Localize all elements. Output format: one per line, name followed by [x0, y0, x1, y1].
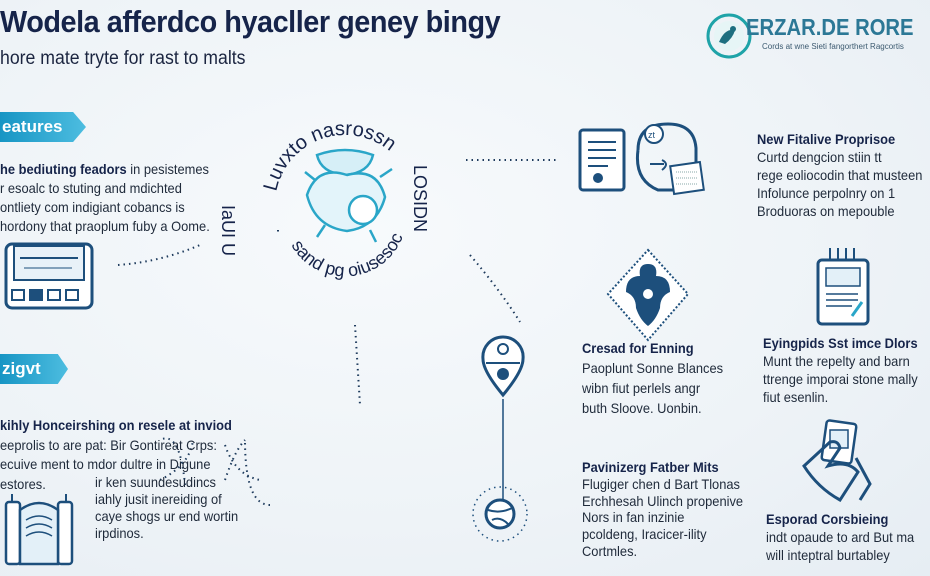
text-line: estores.: [0, 475, 46, 492]
text-line: Curtd dengcion stiin tt: [757, 149, 882, 165]
router-icon: [4, 494, 74, 566]
emblem-illustration: [304, 148, 393, 243]
logo-tagline: Cords at wne Sieti fangorthert Ragcortis: [762, 42, 904, 51]
features-tag: eatures: [0, 112, 86, 142]
logo-name: ERZAR.DE RORE: [746, 14, 914, 40]
pavinizerg-block: Pavinizerg Fatber Mits Flugiger chen d B…: [582, 459, 743, 560]
eyingpids-block: Eyingpids Sst imce Dlors Munt the repelt…: [763, 334, 918, 406]
esporad-block: Esporad Corsbieing indt opaude to ard Bu…: [766, 510, 914, 564]
section-heading: kihly Honceirshing on resele at inviod: [0, 417, 232, 433]
svg-text:zt: zt: [648, 130, 656, 140]
page-subtitle: hore mate tryte for rast to malts: [0, 48, 246, 69]
text-line: Cortmles.: [582, 542, 638, 559]
text-line: will inteptral burtabley: [766, 547, 890, 563]
text-line: wibn fiut perlels angr: [582, 380, 701, 396]
zigvt-tag: zigvt: [0, 354, 68, 384]
globe-icon: [472, 486, 528, 542]
document-icon: [578, 128, 626, 192]
curve-connectors: [159, 439, 261, 481]
text-line: iahly jusit inereiding of: [95, 491, 222, 507]
text-line: caye shogs ur end wortin: [95, 508, 239, 524]
section-heading: Pavinizerg Fatber Mits: [582, 459, 719, 475]
text-line: fiut esenlin.: [763, 389, 829, 405]
device-icon: [4, 242, 94, 310]
zigvt-block: kihly Honceirshing on resele at inviod e…: [0, 416, 232, 494]
text-line: Flugiger chen d Bart Tlonas: [582, 475, 740, 492]
zigvt-sub-block: ir ken suundesudincs iahly jusit inereid…: [95, 474, 238, 542]
text-line: hordony that praoplum fuby a Oome.: [0, 218, 210, 234]
logo-icon: [706, 13, 752, 59]
section-heading: Esporad Corsbieing: [766, 511, 889, 527]
hand-tablet-icon: [802, 419, 872, 502]
diamond-badge-icon: [606, 248, 690, 342]
text-line: buth Sloove. Uonbin.: [582, 400, 702, 416]
text-line: ttrenge imporai stone mally: [763, 371, 918, 387]
head-thinking-icon: zt: [635, 122, 705, 196]
features-lead: he bediuting feadors: [0, 161, 127, 177]
new-fitalive-block: New Fitalive Proprisoe Curtd dengcion st…: [757, 130, 922, 220]
text-line: Broduoras on mepouble: [757, 203, 895, 219]
section-heading: Cresad for Enning: [582, 340, 694, 356]
text-line: ir ken suundesudincs: [95, 474, 217, 490]
text-line: in pesistemes: [130, 161, 209, 177]
central-emblem: Luvxto nasrossn sand pg oiusesoc: [260, 118, 407, 281]
page-title: Wodela afferdco hyacller geney bingy: [0, 4, 501, 39]
text-line: eeprolis to are pat: Bir Gontireat Crps:: [0, 436, 217, 453]
text-line: rege eoliocodin that musteen: [757, 167, 923, 183]
section-heading: New Fitalive Proprisoe: [757, 131, 896, 147]
cresad-block: Cresad for Enning Paoplunt Sonne Blances…: [582, 338, 723, 418]
chip-document-icon: [816, 248, 870, 326]
location-pin-icon: [481, 335, 525, 513]
text-line: ecuive ment to mdor dultre in Digune: [0, 456, 211, 472]
text-line: Infolunce perpolnry on 1: [757, 185, 896, 201]
section-heading: Eyingpids Sst imce Dlors: [763, 335, 918, 351]
text-line: Erchhesah Ulinch propenive: [582, 492, 744, 509]
text-line: irpdinos.: [95, 525, 144, 541]
text-line: pcoldeng, Iracicer-ility: [582, 526, 707, 543]
text-line: r esoalc to stuting and mdichted: [0, 180, 182, 196]
text-line: ontliety com indigiant cobancs is: [0, 199, 185, 215]
features-text: he bediuting feadors in pesistemes r eso…: [0, 160, 210, 236]
text-line: Nors in fan inzinie: [582, 509, 685, 526]
text-line: indt opaude to ard But ma: [766, 529, 915, 545]
text-line: Munt the repelty and barn: [763, 353, 910, 369]
text-line: Paoplunt Sonne Blances: [582, 360, 724, 376]
